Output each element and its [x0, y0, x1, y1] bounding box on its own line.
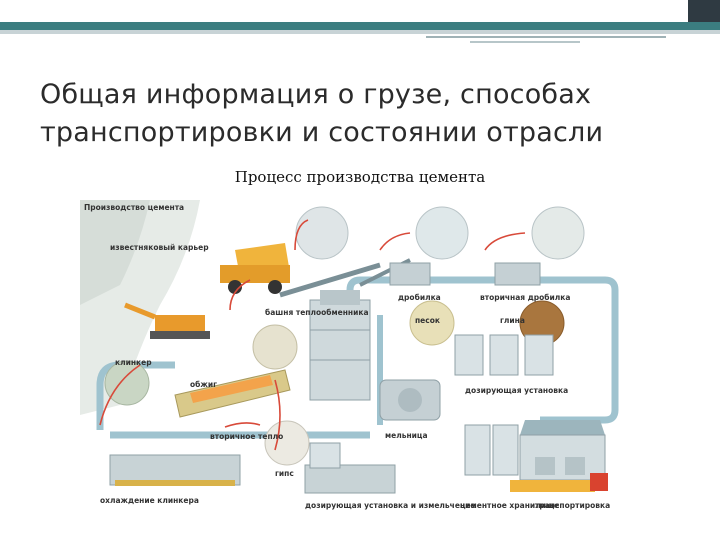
label-cooling: охлаждение клинкера [100, 496, 199, 505]
slide-header-rule-light [0, 30, 720, 34]
label-secondary-heat: вторичное тепло [210, 432, 283, 441]
grinding-unit-icon [304, 442, 396, 494]
slide-corner-block [688, 0, 720, 22]
cement-production-diagram: Производство цемента известняковый карье… [80, 200, 619, 510]
cement-storage-icon [464, 424, 519, 476]
conveyor-pipe-right [346, 276, 619, 424]
dosing-silos-icon [454, 334, 554, 376]
label-mill: мельница [385, 431, 428, 440]
label-firing: обжиг [190, 380, 217, 389]
label-secondary-crusher: вторичная дробилка [480, 293, 570, 302]
label-quarry: известняковый карьер [110, 243, 209, 252]
slide-header-accent-line-short [470, 41, 580, 43]
slide-header-rule [0, 22, 720, 30]
gypsum-sample-icon [264, 420, 310, 466]
heat-exchanger-tower-icon [309, 290, 371, 401]
label-storage: цементное хранилище [460, 501, 559, 510]
label-crusher: дробилка [398, 293, 441, 302]
quarry-hill-shade [80, 200, 150, 305]
sand-sample-icon [409, 300, 455, 346]
slide-header-accent-line [426, 36, 666, 38]
crusher-machine-icon [389, 262, 431, 286]
crushed-stone-sample-icon [415, 206, 469, 260]
label-dosing: дозирующая установка [465, 386, 568, 395]
fine-stone-sample-icon [531, 206, 585, 260]
label-tower: башня теплообменника [265, 308, 369, 317]
transport-warehouse-icon [519, 420, 606, 481]
slide-top-bar [0, 0, 720, 22]
slide-title: Общая информация о грузе, способах транс… [40, 79, 604, 148]
label-dosing-grinding: дозирующая установка и измельчение [305, 501, 475, 510]
clinker-sample-icon [104, 360, 150, 406]
raw-meal-sample-icon [252, 324, 298, 370]
cement-truck-icon [510, 473, 608, 492]
label-gypsum: гипс [275, 469, 294, 478]
dump-truck-icon [220, 243, 290, 294]
label-transport: транспортировка [535, 501, 610, 510]
label-sand: песок [415, 316, 440, 325]
excavator-icon [124, 302, 210, 339]
label-clay: глина [500, 316, 525, 325]
secondary-crusher-machine-icon [494, 262, 541, 286]
belt-1 [279, 262, 381, 298]
mill-icon [379, 379, 441, 421]
label-clinker: клинкер [115, 358, 152, 367]
slide-subtitle: Процесс производства цемента [234, 168, 486, 186]
limestone-sample-icon [295, 206, 349, 260]
label-header: Производство цемента [84, 203, 184, 212]
rotary-kiln-icon [174, 369, 291, 418]
process-arrows [99, 219, 526, 451]
